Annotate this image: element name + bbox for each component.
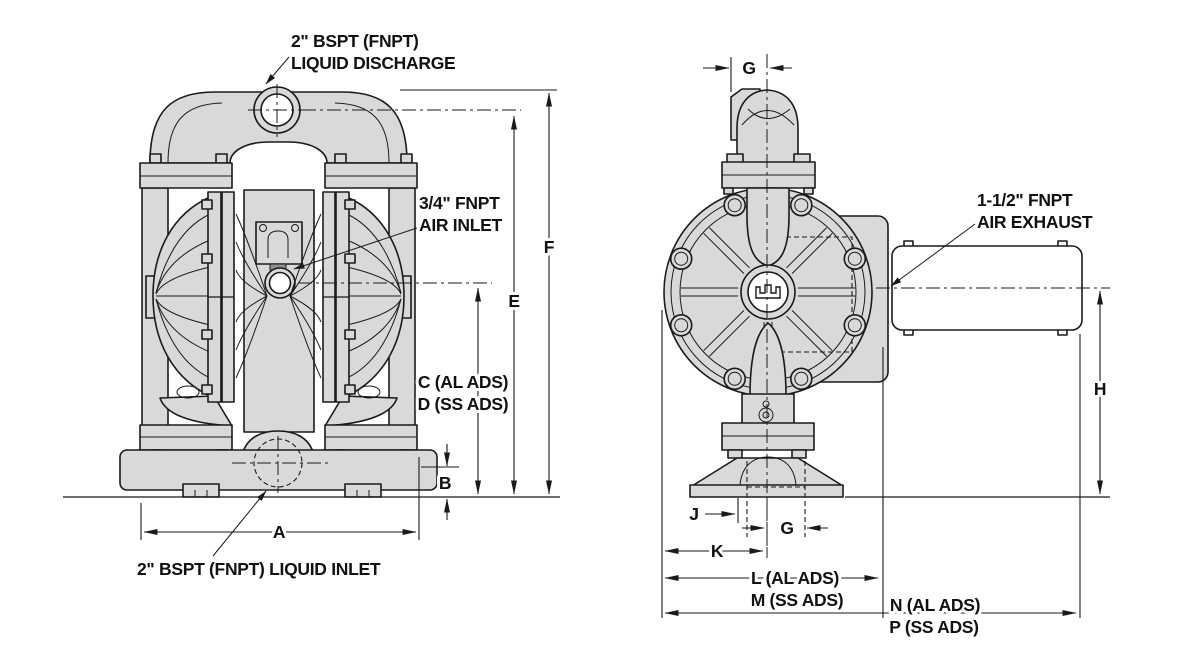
side-pipes	[141, 187, 416, 429]
dim-p: P (SS ADS)	[889, 617, 978, 637]
side-callouts: 1-1/2" FNPT AIR EXHAUST	[890, 190, 1093, 287]
leader-liquid-inlet	[212, 490, 267, 557]
pump-foot	[344, 483, 382, 498]
pump-housing-circle	[663, 187, 873, 397]
center-bracket	[255, 221, 303, 265]
dim-e: E	[508, 291, 519, 311]
dim-a: A	[273, 522, 286, 542]
front-view-pump: F E C (AL ADS) D (SS ADS) B A 2" BSPT (F…	[63, 31, 560, 579]
dim-g-top: G	[742, 58, 755, 78]
dim-j: J	[689, 504, 698, 524]
dim-l: L (AL ADS)	[751, 568, 839, 588]
leader-air-inlet	[293, 227, 418, 270]
dim-m: M (SS ADS)	[751, 590, 844, 610]
air-valve-center	[243, 189, 315, 433]
side-view-pump: G H J G K L (AL ADS) M (SS ADS)	[661, 54, 1110, 640]
discharge-label-line2: LIQUID DISCHARGE	[291, 53, 455, 73]
liquid-inlet-label: 2" BSPT (FNPT) LIQUID INLET	[137, 559, 381, 579]
dim-b: B	[439, 473, 451, 493]
hub-logo-badge	[747, 271, 789, 313]
dim-h: H	[1094, 379, 1106, 399]
pump-foot	[182, 483, 220, 498]
air-exhaust-label-line2: AIR EXHAUST	[977, 212, 1093, 232]
leader-discharge	[265, 56, 290, 85]
discharge-label-line1: 2" BSPT (FNPT)	[291, 31, 419, 51]
base-assembly	[689, 393, 844, 537]
brand-logo-icon	[755, 284, 781, 299]
top-flanges	[139, 153, 418, 189]
dim-k: K	[711, 541, 724, 561]
suction-manifold	[119, 430, 438, 498]
front-dimensions: F E C (AL ADS) D (SS ADS) B A	[140, 89, 558, 545]
dim-d: D (SS ADS)	[418, 394, 509, 414]
air-inlet-label-line2: AIR INLET	[419, 215, 502, 235]
front-callouts: 2" BSPT (FNPT) LIQUID DISCHARGE 3/4" FNP…	[137, 31, 503, 579]
dim-c: C (AL ADS)	[418, 372, 508, 392]
leader-air-exhaust	[890, 223, 976, 287]
dim-g-bottom: G	[780, 518, 793, 538]
air-exhaust-label-line1: 1-1/2" FNPT	[977, 190, 1073, 210]
discharge-manifold	[149, 84, 408, 164]
air-inlet-label-line1: 3/4" FNPT	[419, 193, 500, 213]
side-discharge-elbow	[721, 88, 816, 195]
side-dimensions: G H J G K L (AL ADS) M (SS ADS)	[661, 55, 1109, 640]
dim-f: F	[544, 237, 555, 257]
dim-n: N (AL ADS)	[890, 595, 980, 615]
